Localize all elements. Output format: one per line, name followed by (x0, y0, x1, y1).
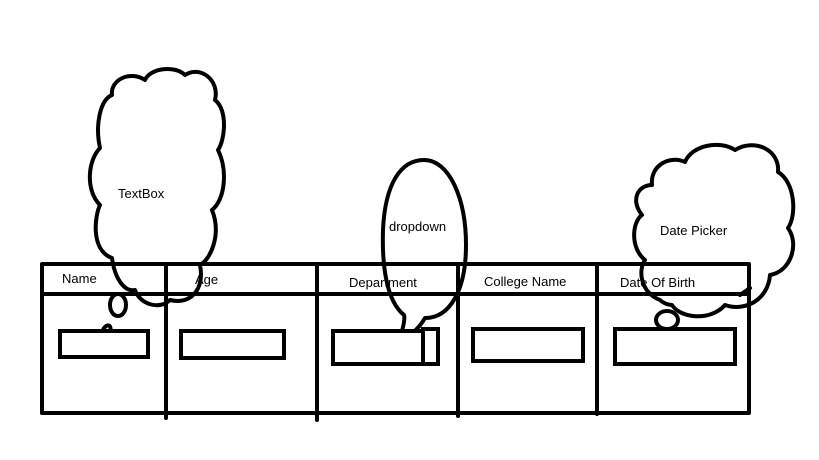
textbox-callout-label: TextBox (118, 186, 165, 201)
name-textbox[interactable] (58, 329, 150, 359)
department-dropdown[interactable] (331, 329, 425, 366)
column-header-date-of-birth: Date Of Birth (620, 275, 696, 290)
date-picker-callout-cloud (632, 142, 796, 319)
column-header-name: Name (62, 271, 97, 286)
column-header-age: Age (195, 272, 219, 287)
dropdown-callout-bubble (380, 158, 468, 340)
cloud-stroke (738, 286, 752, 297)
column-header-department: Department (349, 275, 417, 290)
dropdown-arrow-button[interactable] (421, 327, 440, 366)
textbox-callout-bubble (108, 292, 128, 318)
table-frame (40, 262, 751, 415)
date-picker-callout-label: Date Picker (660, 223, 728, 238)
dropdown-callout-label: dropdown (389, 219, 447, 234)
age-textbox[interactable] (179, 329, 286, 360)
column-header-college-name: College Name (484, 274, 567, 289)
textbox-callout-cloud (87, 67, 226, 308)
college-name-textbox[interactable] (471, 327, 585, 363)
date-of-birth-picker[interactable] (613, 327, 737, 366)
